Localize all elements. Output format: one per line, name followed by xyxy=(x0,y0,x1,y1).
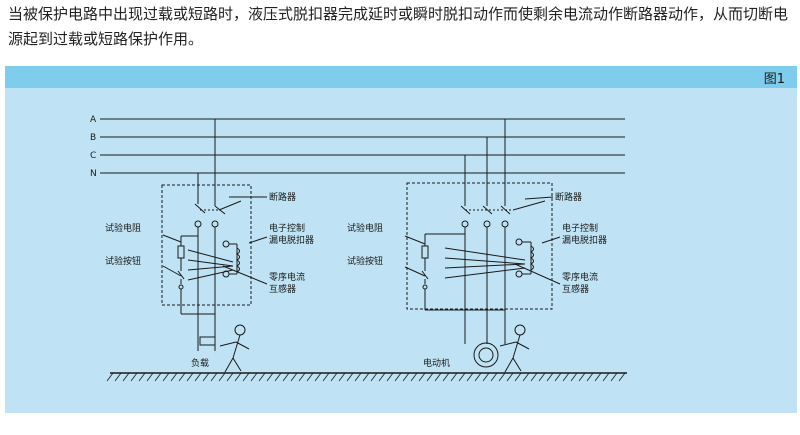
bus-label-a: A xyxy=(90,115,97,125)
motor-label: 电动机 xyxy=(423,357,450,369)
load-label: 负载 xyxy=(191,357,209,369)
left-test-resistor-label: 试验电阻 xyxy=(105,222,141,234)
right-person-icon xyxy=(499,324,530,373)
figure-header-bar: 图1 xyxy=(5,66,797,88)
right-ct-label-1: 零序电流 xyxy=(562,271,598,283)
left-load-resistor xyxy=(199,336,216,346)
left-rcd-enclosure xyxy=(161,184,252,306)
left-test-button-label: 试验按钮 xyxy=(105,255,141,267)
right-breaker-label: 断路器 xyxy=(555,191,582,203)
right-test-button-label: 试验按钮 xyxy=(347,255,383,267)
left-breaker-label: 断路器 xyxy=(269,191,296,203)
ground-hatching xyxy=(106,372,626,382)
left-person-icon xyxy=(219,324,250,373)
left-ct-label-1: 零序电流 xyxy=(269,271,305,283)
motor-icon xyxy=(473,342,499,368)
intro-paragraph: 当被保护电路中出现过载或短路时，液压式脱扣器完成延时或瞬时脱扣动作而使剩余电流动… xyxy=(8,5,789,48)
bus-label-c: C xyxy=(90,151,96,161)
right-test-resistor-label: 试验电阻 xyxy=(347,222,383,234)
bus-label-b: B xyxy=(90,133,96,143)
right-relay-label-1: 电子控制 xyxy=(562,222,598,234)
right-ct-label-2: 互感器 xyxy=(562,283,589,295)
rcd-wiring-diagram: A B C N 断路器 试验电阻 试验按钮 电子控制 漏电脱扣器 零序电流 互感… xyxy=(90,115,627,382)
figure-panel: 图1 xyxy=(5,66,797,413)
right-relay-label-2: 漏电脱扣器 xyxy=(562,234,607,246)
right-rcd-enclosure xyxy=(406,182,553,310)
bus-label-n: N xyxy=(90,169,97,179)
left-relay-label-2: 漏电脱扣器 xyxy=(269,234,314,246)
left-ct-label-2: 互感器 xyxy=(269,283,296,295)
left-relay-label-1: 电子控制 xyxy=(269,222,305,234)
figure-label: 图1 xyxy=(763,72,785,87)
